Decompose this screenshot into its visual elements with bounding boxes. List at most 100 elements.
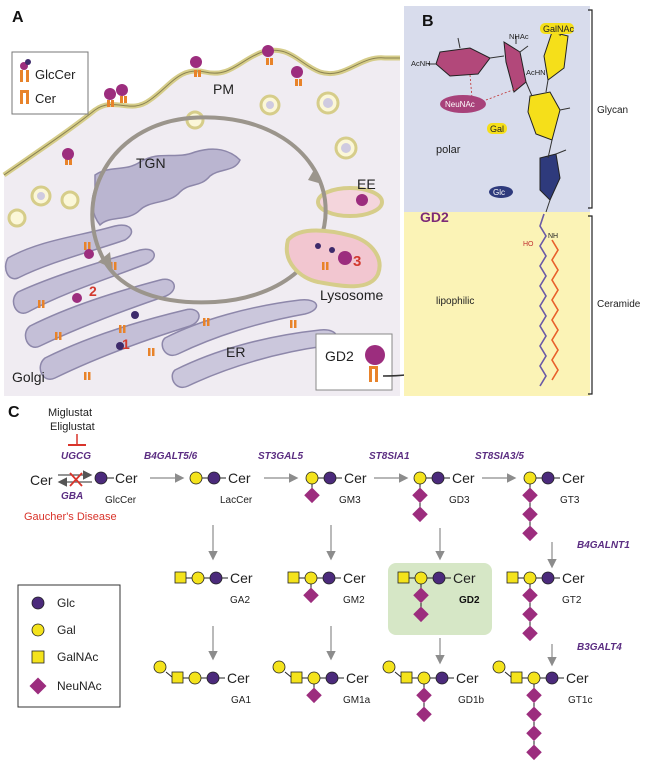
pm-ganglioside xyxy=(116,84,128,103)
glccer-legend-icon xyxy=(20,59,31,82)
galnac-highlight xyxy=(540,23,574,34)
fatty-acyl-chain xyxy=(551,239,559,381)
enzyme-b3galt4: B3GALT4 xyxy=(577,642,622,653)
gal-legend-symbol xyxy=(31,623,45,637)
cycle-arrowhead xyxy=(308,168,322,184)
cer-molecule xyxy=(38,242,297,380)
glc-residue xyxy=(541,571,555,585)
plasma-membrane-line xyxy=(3,49,400,176)
galnac-ring xyxy=(543,31,569,81)
galnac-residue xyxy=(174,571,187,584)
lysosome xyxy=(284,228,382,289)
nhac-label: NHAc xyxy=(509,32,529,41)
enzyme-gba: GBA xyxy=(61,491,83,502)
panel-a-letter: A xyxy=(12,9,24,26)
enzyme-st8sia1: ST8SIA1 xyxy=(369,451,410,462)
ga1-label: GA1 xyxy=(231,695,251,706)
pm-ganglioside xyxy=(62,148,74,165)
gt3-cer: Cer xyxy=(562,470,585,486)
ga2-label: GA2 xyxy=(230,595,250,606)
gd3-label: GD3 xyxy=(449,495,470,506)
gal-residue xyxy=(272,660,286,674)
neunac-legend-label: NeuNAc xyxy=(57,679,102,693)
galnac-legend-symbol xyxy=(31,650,45,664)
gm3-cer: Cer xyxy=(344,470,367,486)
pm-label: PM xyxy=(213,81,234,97)
glc-residue xyxy=(206,671,220,685)
gal-residue xyxy=(305,471,319,485)
glc-highlight xyxy=(489,186,513,198)
glc-legend-symbol xyxy=(31,596,45,610)
gm1a-label: GM1a xyxy=(343,695,371,706)
gd1b-cer: Cer xyxy=(456,670,479,686)
galnac-legend-label: GalNAc xyxy=(57,650,98,664)
er xyxy=(161,299,338,389)
vesicle xyxy=(334,136,358,160)
panel-c-letter: C xyxy=(8,404,20,421)
vesicle xyxy=(30,185,52,207)
panel-c: C Miglustat Eliglustat UGCG Cer GBA Gauc… xyxy=(8,404,630,761)
gal-label: Gal xyxy=(490,124,504,134)
galnac-residue xyxy=(290,671,303,684)
glccer-legend-label: GlcCer xyxy=(35,67,76,82)
glc-residue xyxy=(541,471,555,485)
laccer-cer: Cer xyxy=(228,470,251,486)
nh-label: NH xyxy=(548,233,558,240)
galnac-residue xyxy=(287,571,300,584)
gd2-box-label: GD2 xyxy=(325,348,354,364)
glc-residue xyxy=(435,671,449,685)
neunac-residue xyxy=(526,725,542,742)
glc-residue xyxy=(209,571,223,585)
trafficking-cycle xyxy=(90,115,328,305)
inhibitor-eliglustat: Eliglustat xyxy=(50,421,95,433)
gt1c-label: GT1c xyxy=(568,695,592,706)
vesicle xyxy=(60,190,80,210)
neunac-residue xyxy=(526,744,542,761)
glc-label: Glc xyxy=(493,188,505,197)
neunac-residue xyxy=(522,625,538,642)
gal-residue xyxy=(523,471,537,485)
step-1: 1 xyxy=(122,336,130,352)
neunac-residue xyxy=(526,706,542,723)
laccer-label: LacCer xyxy=(220,495,253,506)
er-label: ER xyxy=(226,344,245,360)
ceramide-bracket xyxy=(588,215,593,395)
gal-residue xyxy=(523,571,537,585)
galnac-residue xyxy=(510,671,523,684)
galnac-residue xyxy=(400,671,413,684)
neunac-residue xyxy=(304,487,320,504)
glc-ring xyxy=(539,153,561,201)
neunac-residue xyxy=(416,687,432,704)
ga1-cer: Cer xyxy=(227,670,250,686)
gal-legend-label: Gal xyxy=(57,623,76,637)
gm2-cer: Cer xyxy=(343,570,366,586)
neunac-residue xyxy=(412,506,428,523)
panel-a: A GlcCer Cer PM EE xyxy=(2,4,465,396)
ceramide-region xyxy=(404,212,590,396)
ga2-cer: Cer xyxy=(230,570,253,586)
glc-residue xyxy=(432,571,446,585)
gba-block-mark xyxy=(69,472,83,487)
gd1b-label: GD1b xyxy=(458,695,485,706)
enzyme-b4galt5-6: B4GALT5/6 xyxy=(144,451,198,462)
golgi-label: Golgi xyxy=(12,369,45,385)
glc-residue xyxy=(431,471,445,485)
tgn xyxy=(91,148,241,227)
cer-start: Cer xyxy=(30,472,53,488)
step-3: 3 xyxy=(353,253,361,270)
tgn-label: TGN xyxy=(136,155,166,171)
neunac-residue xyxy=(522,587,538,604)
glc-residue xyxy=(325,671,339,685)
gal-residue xyxy=(492,660,506,674)
neunac-residue xyxy=(416,706,432,723)
pm-ganglioside xyxy=(262,45,274,65)
glc-residue xyxy=(545,671,559,685)
panel-b: B GD2 Glycan Ceramide GalNAc NHAc AcNH A… xyxy=(404,6,641,396)
glc-residue xyxy=(322,571,336,585)
neunac-highlight xyxy=(440,95,486,113)
acnh-label: AcNH xyxy=(411,59,431,68)
gd2-icon xyxy=(365,345,385,382)
gal-residue xyxy=(153,660,167,674)
neunac-ring xyxy=(503,41,527,93)
gal-residue xyxy=(382,660,396,674)
